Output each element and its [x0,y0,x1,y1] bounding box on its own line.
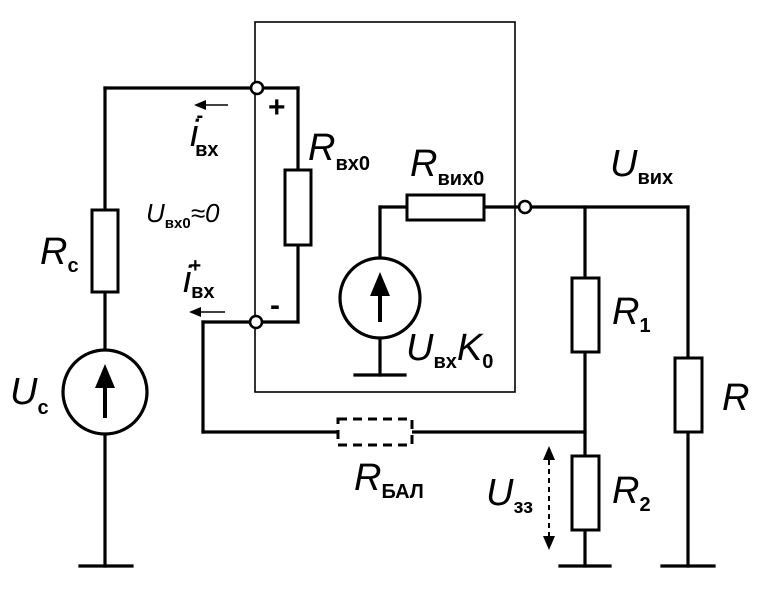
plus-terminal-node [249,80,265,96]
label-us: Uс [10,371,49,419]
balance-wires [201,320,587,434]
label-iin-minus: i-вх [190,105,219,161]
label-rin0: Rвх0 [308,127,370,175]
resistor-r2 [570,454,601,532]
label-r2: R2 [612,470,651,516]
resistor-rbal [336,417,414,447]
plus-sign: + [268,91,286,124]
label-r: R [722,377,749,419]
label-uout: Uвих [610,143,673,189]
output-terminal-node [517,199,533,215]
current-arrow-plus [189,307,225,317]
current-arrow-minus [194,100,228,110]
label-uin-zero: Uвх0≈0 [146,198,220,232]
resistor-rs [90,208,120,294]
source-branch-wires [78,86,300,568]
input-resistor-wires [261,86,300,324]
feedback-voltage-arrow [543,446,555,550]
minus-sign: - [270,289,280,322]
label-r1: R1 [612,291,651,337]
output-wires [353,205,716,568]
label-rbal: RБАЛ [354,457,424,503]
label-iin-plus: i+вх [183,255,215,303]
minus-terminal-node [248,314,264,330]
voltage-source-us [61,348,149,436]
resistor-rin0 [283,168,313,247]
label-rs: Rс [40,231,79,277]
resistor-rout0 [405,193,486,222]
label-ufb: Uзз [486,472,533,518]
controlled-source [338,256,422,340]
label-gain-source: UвхK0 [406,327,493,373]
resistor-r [673,356,704,434]
resistor-r1 [570,276,601,354]
label-rout0: Rвих0 [410,143,484,190]
